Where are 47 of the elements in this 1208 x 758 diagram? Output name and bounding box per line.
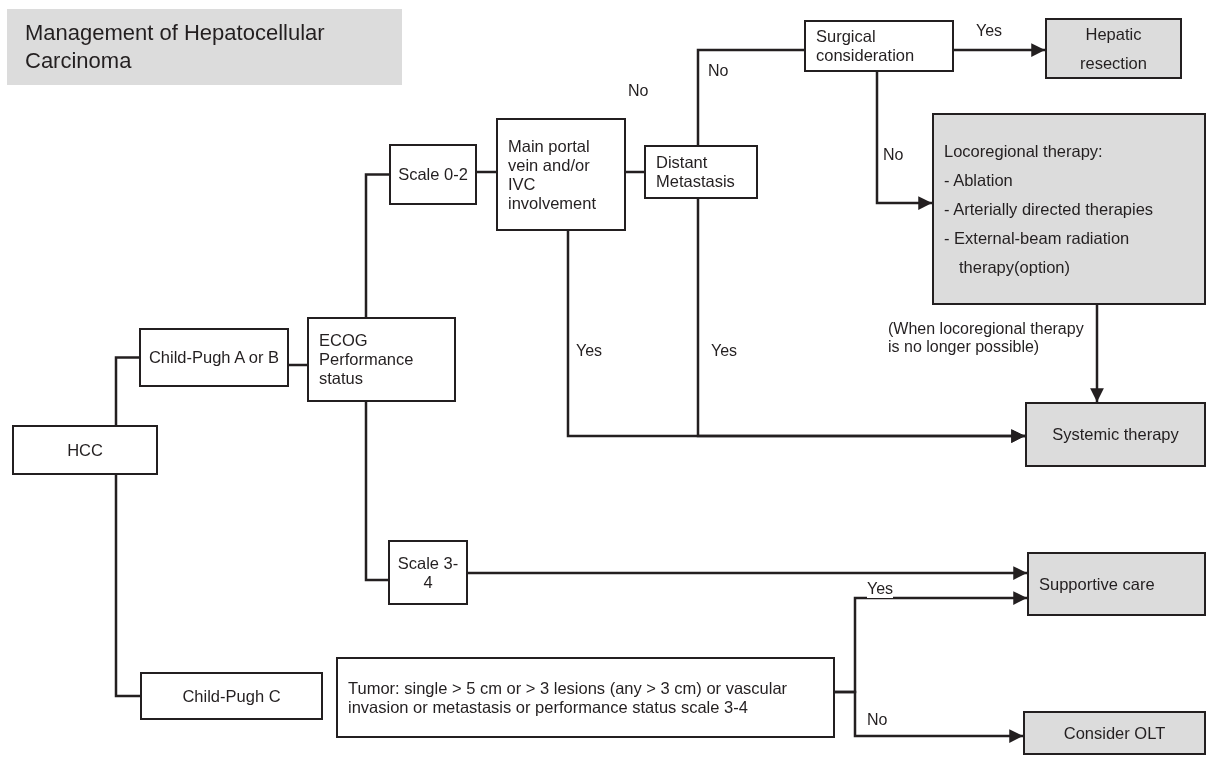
outcome-box [1025,402,1206,467]
connector-line [114,475,140,698]
decision-box [496,118,626,231]
outcome-box [1027,552,1206,616]
box-text: Consider OLT [1063,722,1166,744]
box-text: Main portal vein and/or IVC involvement [508,136,598,213]
box-text: Locoregional therapy: [944,140,1103,162]
decision-box [644,145,758,199]
box-text: Hepatic resection [1079,23,1148,74]
box-text: Supportive care [1039,573,1155,595]
box-text: Tumor: single > 5 cm or > 3 lesions (any > 3 cm) or vascular invasion or metastasis or performance status scale 3-4 [348,678,789,717]
decision-box [307,317,456,402]
outcome-box [1023,711,1206,755]
connector-line [477,170,496,174]
box-text: Child-Pugh C [182,686,281,706]
box-text: - Ablation [944,169,1014,191]
connector-line [364,173,389,317]
decision-box [388,540,468,605]
decision-box [12,425,158,475]
box-text: Scale 3-4 [396,553,460,592]
decision-box [804,20,954,72]
box-text: Surgical consideration [816,27,916,65]
box-text: Distant Metastasis [656,153,736,191]
connector-line [114,356,139,425]
outcome-box [932,113,1206,305]
box-text: ECOG Performance status [319,331,415,388]
arrow [835,690,1023,743]
outcome-box [1045,18,1182,79]
connector-line [364,402,388,582]
connector-line [696,48,804,145]
arrow [1090,305,1104,402]
arrow [875,72,932,210]
arrow [696,199,1025,443]
decision-box [336,657,835,738]
box-text: HCC [67,440,103,460]
edge-label: Yes [867,580,894,598]
box-text: - External-beam radiation therapy(option) [944,227,1131,278]
box-text: Child-Pugh A or B [148,348,280,367]
decision-box [139,328,289,387]
box-text: Systemic therapy [1052,424,1179,445]
title-banner: Management of Hepatocellular Carcinoma [7,9,402,85]
arrow [468,566,1027,580]
decision-box [140,672,323,720]
decision-box [389,144,477,205]
box-text: Scale 0-2 [398,165,468,184]
arrow [954,43,1045,57]
box-text: - Arterially directed therapies [944,198,1154,220]
